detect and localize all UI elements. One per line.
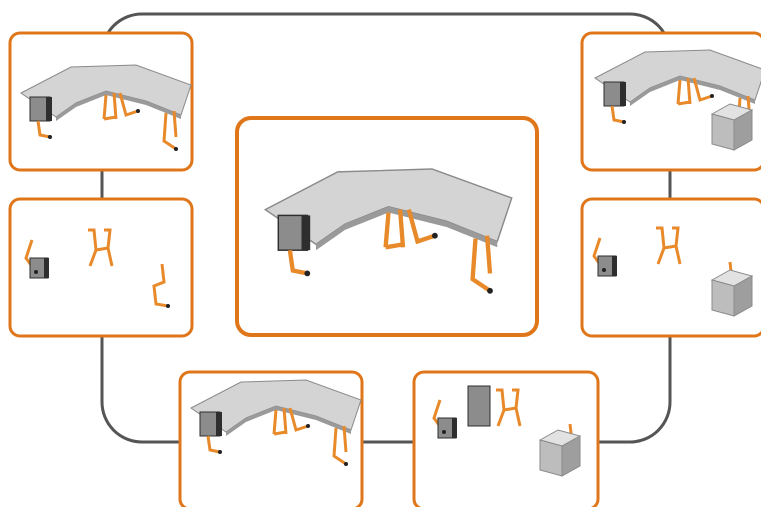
panel-center[interactable] [237, 118, 537, 335]
panel-bottom-left[interactable] [180, 372, 362, 507]
panel-top-right[interactable] [582, 33, 761, 170]
panel-mid-left[interactable] [10, 199, 192, 336]
cabinet-icon [468, 386, 490, 426]
panel-top-left[interactable] [10, 33, 192, 170]
panel-mid-right[interactable] [582, 199, 761, 336]
panel-bottom-right[interactable] [414, 372, 598, 507]
